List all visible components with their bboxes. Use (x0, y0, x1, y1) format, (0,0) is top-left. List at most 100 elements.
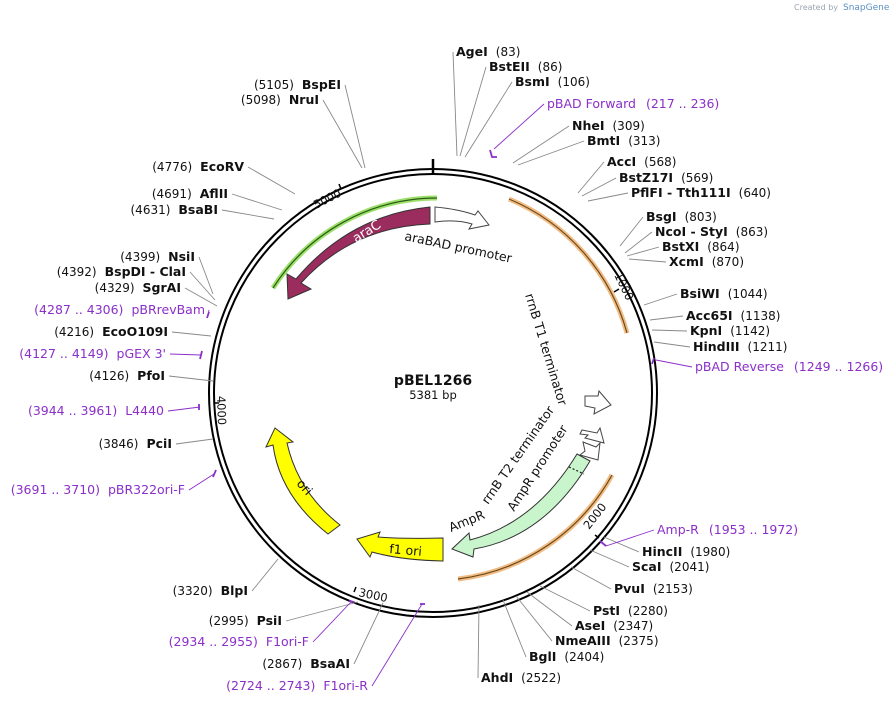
enzyme-ecoo109i-position: (4216) (54, 325, 94, 339)
enzyme-bspei-position: (5105) (254, 78, 294, 92)
leader-aflii (231, 193, 283, 211)
leader-bsabi (221, 209, 275, 220)
enzyme-xcmi: XcmI (669, 254, 704, 269)
primer-pgex-3: pGEX 3' (117, 346, 166, 361)
enzyme-nsii-position: (4399) (120, 250, 160, 264)
enzyme-sgrai: SgrAI (143, 280, 181, 295)
plasmid-length: 5381 bp (409, 388, 457, 402)
enzyme-bsabi: BsaBI (178, 202, 218, 217)
primer-f1ori-f-range: (2934 .. 2955) (169, 634, 258, 649)
leader-psti (539, 585, 591, 612)
feature-rrnb-t1-terminator-arrow (584, 389, 612, 415)
leader-acc65i (649, 315, 684, 321)
leader-ahdi (477, 604, 480, 679)
leader-asei (526, 591, 573, 627)
enzyme-ecorv-position: (4776) (152, 160, 192, 174)
scale-tick-5000: 5000 (311, 186, 343, 212)
enzyme-bstz17i: BstZ17I (619, 170, 673, 185)
leader-agei (452, 51, 458, 157)
enzyme-psti: PstI (593, 603, 620, 618)
enzyme-bsteii-position: (86) (538, 60, 563, 74)
leader-scai (589, 549, 630, 568)
leader-xcmi (628, 258, 667, 263)
primer-pgex-3-range: (4127 .. 4149) (19, 346, 108, 361)
primer-f1ori-r-range: (2724 .. 2743) (226, 678, 315, 693)
primer-f1ori-r: F1ori-R (323, 678, 368, 693)
plasmid-name: pBEL1266 (394, 373, 472, 389)
primer-pbad-forward: pBAD Forward (547, 96, 636, 111)
leader-hindiii (653, 341, 691, 348)
enzyme-ahdi-position: (2522) (521, 671, 561, 685)
leader-pfoi (168, 375, 214, 382)
feature-label-ampr: AmpR (447, 507, 488, 535)
enzyme-acc65i: Acc65I (686, 308, 733, 323)
enzyme-bstxi-position: (864) (707, 240, 739, 254)
orf-highlight-arc-1-line (508, 198, 628, 334)
enzyme-ncoi-styi-position: (863) (736, 225, 768, 239)
enzyme-bsgi-position: (803) (685, 210, 717, 224)
leader-bsiwi (643, 293, 678, 306)
enzyme-hincii: HincII (642, 544, 682, 559)
feature-ampr-promoter-arrow (578, 441, 601, 461)
leader-primer-f1ori-f (312, 601, 352, 643)
leader-psii (285, 601, 359, 622)
leader-ncoi-styi (624, 231, 653, 254)
enzyme-psti-position: (2280) (628, 604, 668, 618)
feature-arac-arrow (286, 206, 431, 300)
leader-kpni (651, 329, 688, 332)
leader-pcii (175, 438, 214, 445)
feature-f1-ori-arrow (356, 531, 444, 562)
feature-arabad-promoter-arrow (434, 206, 490, 230)
feature-ampr-arrow (451, 453, 591, 558)
ampr-promoter-dashes (568, 466, 585, 475)
leader-lines (167, 51, 693, 687)
leader-bsgi (619, 216, 644, 247)
primer-l4440: L4440 (125, 403, 164, 418)
enzyme-bsgi: BsgI (646, 209, 677, 224)
leader-bmti (517, 140, 585, 166)
leader-hincii (603, 536, 640, 553)
enzyme-asei-position: (2347) (613, 619, 653, 633)
enzyme-bgli: BglI (529, 649, 556, 664)
enzyme-nmeaiii-position: (2375) (619, 634, 659, 648)
primer-pbrrevbam: pBRrevBam (131, 302, 205, 317)
enzyme-bsaai-position: (2867) (262, 657, 302, 671)
leader-primer-pbrrevbam (207, 309, 210, 316)
feature-label-f1-ori: f1 ori (389, 541, 423, 559)
enzyme-labels: AgeI(83)BstEII(86)BsmI(106)NheI(309)BmtI… (54, 44, 787, 685)
orf-highlight-arc-2-line (457, 474, 613, 580)
enzyme-bsiwi-position: (1044) (728, 287, 768, 301)
enzyme-pcii: PciI (146, 436, 172, 451)
leader-bsteii (459, 66, 487, 157)
leader-nsii (198, 256, 214, 295)
enzyme-bsmi: BsmI (515, 74, 550, 89)
primer-l4440-range: (3944 .. 3961) (28, 403, 117, 418)
enzyme-kpni-position: (1142) (730, 324, 770, 338)
scale-tick-4000: 4000 (214, 396, 229, 426)
enzyme-bsabi-position: (4631) (131, 203, 171, 217)
leader-primer-pbad-reverse (655, 359, 693, 368)
enzyme-sgrai-position: (4329) (95, 281, 135, 295)
snapgene-logo: SnapGene (843, 3, 890, 13)
enzyme-pflfi-tth111i: PflFI - Tth111I (631, 185, 731, 200)
enzyme-bsiwi: BsiWI (680, 286, 720, 301)
enzyme-nmeaiii: NmeAIII (555, 633, 611, 648)
enzyme-xcmi-position: (870) (712, 255, 744, 269)
feature-rrnb-t2-terminator-arrow (579, 426, 605, 444)
enzyme-bstz17i-position: (569) (681, 171, 713, 185)
leader-primer-amp-r (605, 529, 655, 547)
feature-label-arabad-promoter: araBAD promoter (403, 228, 514, 266)
enzyme-bsaai: BsaAI (310, 656, 350, 671)
leader-ecorv (247, 166, 296, 195)
enzyme-scai: ScaI (632, 559, 662, 574)
enzyme-nsii: NsiI (168, 249, 195, 264)
enzyme-pfoi-position: (4126) (89, 369, 129, 383)
enzyme-bspei: BspEI (302, 77, 341, 92)
primer-amp-r-range: (1953 .. 1972) (709, 522, 798, 537)
credit-text: Created by (794, 3, 838, 12)
enzyme-aflii: AflII (200, 186, 228, 201)
enzyme-aflii-position: (4691) (152, 187, 192, 201)
enzyme-nhei-position: (309) (613, 119, 645, 133)
enzyme-psii-position: (2995) (209, 614, 249, 628)
leader-primer-pgex-3 (169, 353, 202, 356)
